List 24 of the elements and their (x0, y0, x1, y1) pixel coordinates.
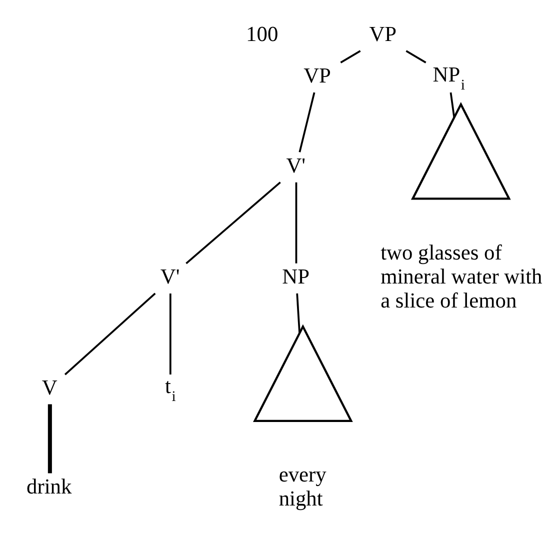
connector (186, 182, 281, 264)
connector (296, 293, 300, 333)
connector (169, 293, 172, 375)
connector (298, 92, 316, 152)
connector (64, 292, 156, 376)
node-text: VP (369, 22, 397, 46)
node-label: every night (278, 462, 326, 511)
node-triangle (253, 324, 353, 422)
node-text: NP (282, 264, 310, 288)
node-label: two glasses of mineral water with a slice of lemon (380, 240, 542, 313)
node-text: V' (286, 153, 306, 178)
connector (340, 50, 361, 64)
connector (295, 182, 298, 264)
node-text: VP (304, 64, 331, 88)
connector (450, 92, 456, 118)
connector (48, 404, 52, 474)
node-text: V' (160, 264, 180, 288)
node-text: V (42, 376, 58, 400)
node-triangle (410, 102, 511, 200)
node-text: t$_{i}$ (165, 374, 176, 406)
connector (406, 50, 426, 64)
node-text: drink (26, 474, 72, 499)
label: 100 (246, 22, 278, 46)
node-text: NP$_{i}$ (432, 62, 465, 94)
